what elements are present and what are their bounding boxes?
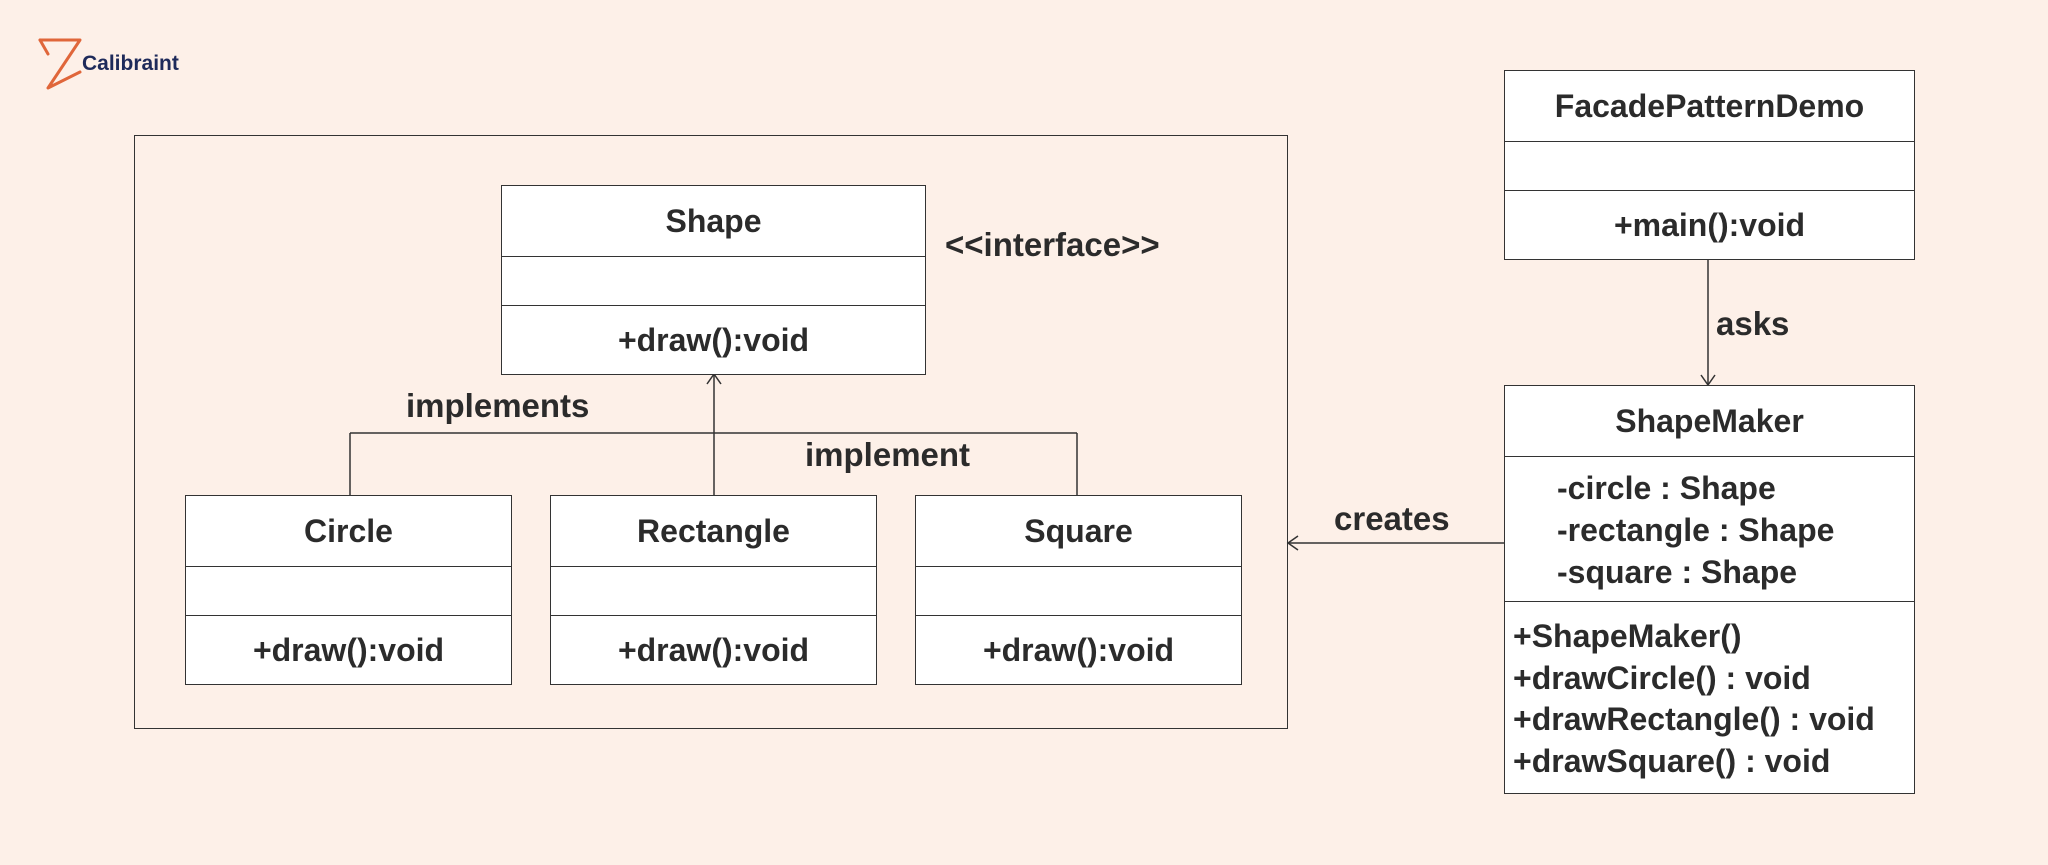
operation: +drawCircle() : void (1513, 659, 1811, 696)
class-operations: +draw():void (551, 615, 876, 684)
class-operations: +main():void (1505, 190, 1914, 259)
operation: +drawRectangle() : void (1513, 701, 1875, 737)
implementations-frame (134, 135, 1288, 729)
operation: +drawSquare() : void (1513, 742, 1831, 779)
class-attributes (186, 566, 511, 615)
brand-logo: Calibraint (36, 36, 196, 96)
class-operations: +draw():void (916, 615, 1241, 684)
attribute: -circle : Shape (1557, 470, 1776, 506)
class-circle: Circle +draw():void (185, 495, 512, 685)
class-square: Square +draw():void (915, 495, 1242, 685)
class-attributes (551, 566, 876, 615)
attribute: -square : Shape (1557, 554, 1798, 590)
brand-name: Calibraint (82, 52, 179, 75)
operation: +ShapeMaker() (1513, 618, 1742, 654)
class-shape: Shape +draw():void (501, 185, 926, 375)
class-name: Shape (665, 202, 762, 239)
class-facade-pattern-demo: FacadePatternDemo +main():void (1504, 70, 1915, 260)
class-name: Circle (304, 512, 393, 549)
label-implement: implement (805, 436, 971, 473)
class-name: FacadePatternDemo (1554, 87, 1865, 124)
class-attributes (1505, 141, 1914, 190)
class-operations: +draw():void (186, 615, 511, 684)
class-attributes (916, 566, 1241, 615)
label-implements: implements (406, 387, 590, 424)
label-creates: creates (1334, 500, 1450, 537)
arrowhead-creates (1286, 535, 1299, 551)
class-rectangle: Rectangle +draw():void (550, 495, 877, 685)
class-name: Rectangle (637, 512, 790, 549)
class-shape-maker: ShapeMaker -circle : Shape -rectangle : … (1504, 385, 1915, 794)
attribute: -rectangle : Shape (1557, 512, 1835, 548)
label-asks: asks (1716, 305, 1790, 342)
class-name: ShapeMaker (1615, 402, 1804, 439)
class-operations: +ShapeMaker() +drawCircle() : void +draw… (1505, 601, 1914, 793)
calibraint-logo-icon (38, 38, 82, 90)
class-attributes (502, 256, 925, 305)
interface-stereotype: <<interface>> (945, 226, 1160, 263)
class-attributes: -circle : Shape -rectangle : Shape -squa… (1505, 456, 1914, 601)
class-name: Square (1024, 512, 1133, 549)
class-operations: +draw():void (502, 305, 925, 374)
